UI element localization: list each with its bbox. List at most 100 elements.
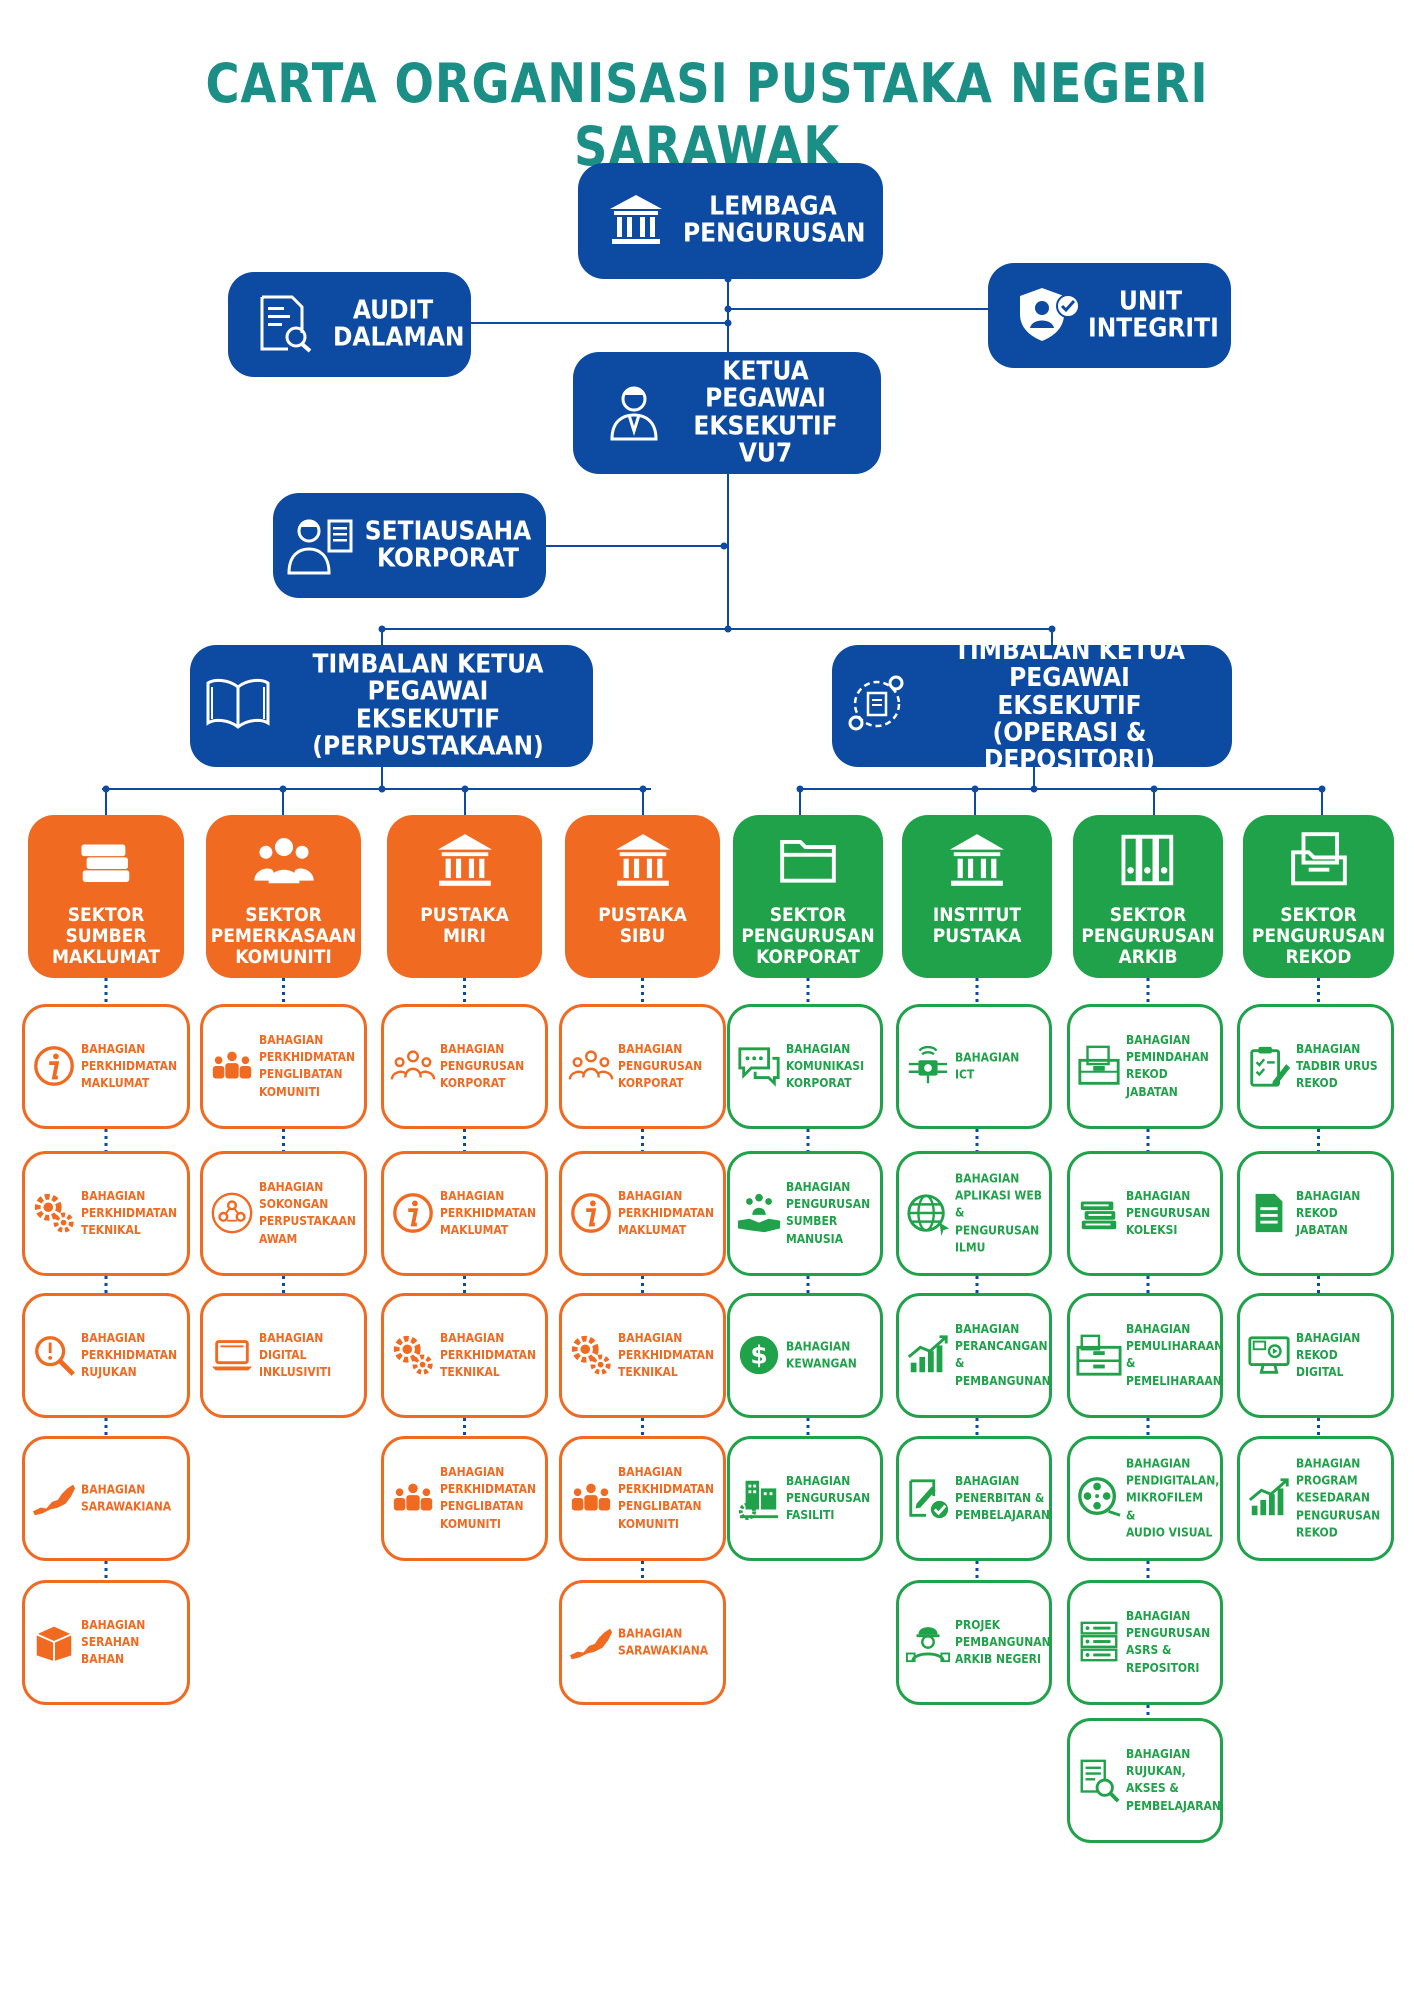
chip-icon	[905, 1043, 953, 1091]
connector-dot	[720, 542, 728, 550]
books-stack-icon	[28, 829, 184, 895]
info-icon	[31, 1043, 79, 1091]
binders-icon	[1073, 829, 1223, 895]
growth-chart-icon	[1246, 1475, 1294, 1523]
box-icon	[31, 1619, 79, 1667]
growth-chart-icon	[905, 1332, 953, 1380]
group-icon	[390, 1475, 438, 1523]
building-icon	[387, 829, 542, 895]
building-icon	[606, 189, 666, 253]
audit-report-icon	[258, 293, 312, 357]
info-icon	[390, 1190, 438, 1238]
gears-document-icon	[844, 671, 910, 741]
books-stack-icon	[1076, 1190, 1124, 1238]
magnifier-icon	[31, 1332, 79, 1380]
film-reel-icon	[1076, 1475, 1124, 1523]
svg-text:$: $	[750, 1340, 767, 1369]
document-search-icon	[1076, 1757, 1124, 1805]
dollar-icon: $	[736, 1332, 784, 1380]
monitor-icon	[1246, 1332, 1294, 1380]
gears-icon	[390, 1332, 438, 1380]
clipboard-pen-icon	[1246, 1043, 1294, 1091]
gears-icon	[31, 1190, 79, 1238]
sarawak-map-icon	[31, 1475, 79, 1523]
edit-check-icon	[905, 1475, 953, 1523]
connector-dot	[724, 319, 732, 327]
shield-user-icon	[1016, 284, 1082, 348]
globe-icon	[905, 1190, 953, 1238]
sarawak-map-icon	[568, 1619, 616, 1667]
connector-dot	[378, 785, 386, 793]
laptop-icon	[209, 1332, 257, 1380]
records-folder-icon	[1243, 829, 1394, 895]
document-icon	[1246, 1190, 1294, 1238]
gears-icon	[568, 1332, 616, 1380]
file-box-icon	[1076, 1043, 1124, 1091]
server-icon	[1076, 1619, 1124, 1667]
connector-dot	[1030, 785, 1038, 793]
